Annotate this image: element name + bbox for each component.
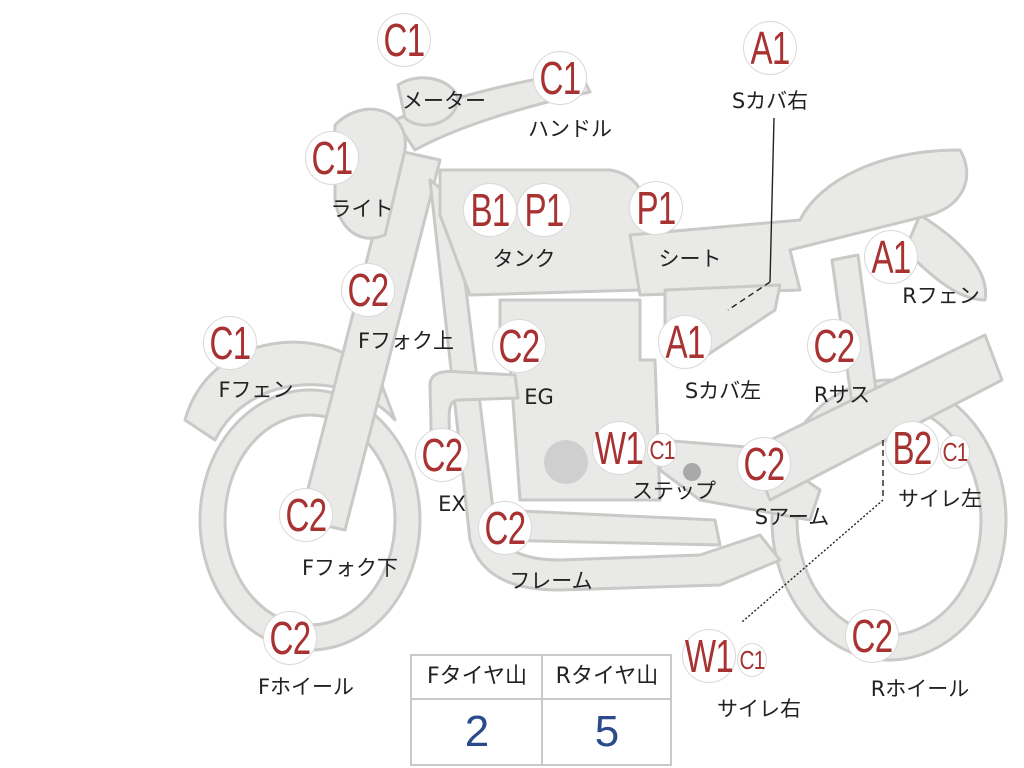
- front-tire-header: Fタイヤ山: [412, 656, 542, 700]
- seat-shape: [628, 148, 969, 297]
- step-label: ステップ: [632, 479, 716, 503]
- meter-shape: [396, 76, 460, 127]
- front-wheel-shape: [198, 388, 422, 652]
- front-fork-lower-label: Fフォク下: [301, 556, 399, 580]
- leader-silencer-right: [741, 499, 884, 623]
- front-fork-upper-label: Fフォク上: [357, 329, 455, 353]
- leader-side-cover-right: [769, 117, 775, 283]
- exhaust-label: EX: [438, 492, 466, 516]
- handle-label: ハンドル: [528, 117, 612, 141]
- front-wheel-label: Fホイール: [257, 675, 355, 699]
- table-divider: [541, 656, 543, 766]
- frame-label: フレーム: [509, 569, 593, 593]
- rear-fender-shape: [903, 213, 988, 302]
- front-fork-shape: [298, 148, 442, 532]
- swing-arm-label: Sアーム: [754, 505, 830, 529]
- silencer-right-label: サイレ右: [717, 697, 801, 721]
- tire-tread-table: Fタイヤ山 Rタイヤ山 2 5: [410, 654, 672, 766]
- rear-tire-header: Rタイヤ山: [542, 656, 672, 700]
- seat-label: シート: [658, 247, 722, 271]
- silencer-left-label: サイレ左: [898, 487, 982, 511]
- rear-fender-label: Rフェン: [902, 284, 980, 308]
- leader-side-cover-right-2: [727, 281, 771, 311]
- front-fender-label: Fフェン: [218, 378, 294, 402]
- rear-wheel-label: Rホイール: [870, 677, 970, 701]
- front-tire-value: 2: [464, 707, 490, 756]
- step-peg: [683, 463, 701, 481]
- meter-label: メーター: [402, 89, 486, 113]
- side-cover-left-label: Sカバ左: [684, 379, 762, 403]
- side-cover-right-label: Sカバ右: [731, 89, 809, 113]
- rear-suspension-label: Rサス: [813, 383, 871, 407]
- engine-detail: [544, 440, 588, 484]
- engine-label: EG: [524, 385, 554, 409]
- rear-tire-value: 5: [594, 707, 620, 756]
- light-label: ライト: [330, 197, 394, 221]
- tank-label: タンク: [492, 247, 556, 271]
